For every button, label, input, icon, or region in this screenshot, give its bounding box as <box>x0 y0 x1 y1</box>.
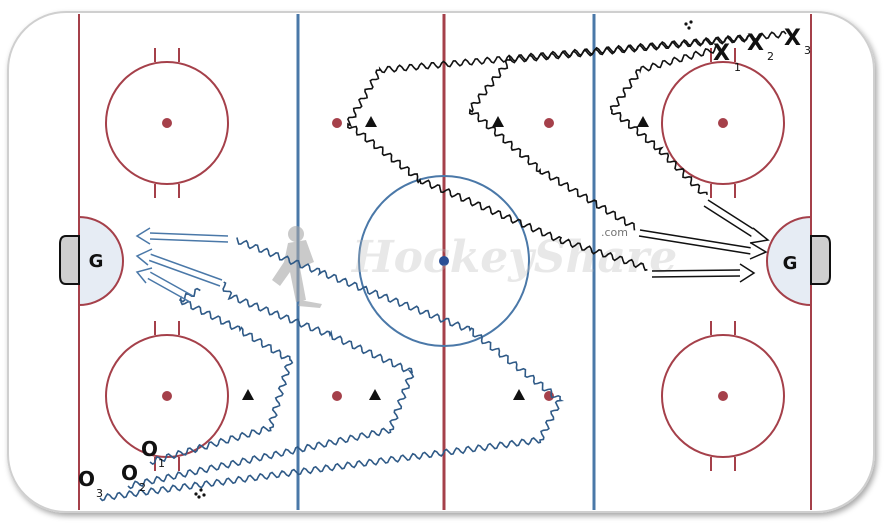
svg-text:2: 2 <box>139 481 146 494</box>
svg-text:O: O <box>121 461 138 485</box>
left-goalie-label: G <box>89 251 104 272</box>
svg-text:3: 3 <box>96 487 103 500</box>
skating-path <box>127 281 415 490</box>
team-x-skating-paths <box>346 30 787 272</box>
svg-text:2: 2 <box>767 50 774 63</box>
watermark-suffix: .com <box>601 226 628 239</box>
shot-arrow <box>135 248 223 287</box>
shot-arrow <box>135 267 194 303</box>
faceoff-circle-bottom-right <box>661 321 785 471</box>
svg-text:1: 1 <box>734 61 741 74</box>
center-dot <box>439 256 449 266</box>
svg-text:X: X <box>713 41 730 66</box>
team-x-shot-arrows <box>638 199 770 283</box>
svg-text:X: X <box>784 26 801 51</box>
cone-icon <box>365 116 377 127</box>
puck-pile-icon <box>684 20 693 30</box>
right-net <box>810 235 831 285</box>
puck-pile-icon <box>194 488 206 499</box>
team-o-skating-paths <box>99 237 565 502</box>
cone-icon <box>513 389 525 400</box>
cone-icon <box>242 389 254 400</box>
svg-text:3: 3 <box>804 44 811 57</box>
neutral-dot-top-right <box>544 118 554 128</box>
shot-arrow <box>703 199 770 244</box>
left-crease <box>78 215 124 307</box>
player-x2: X 2 <box>747 31 774 63</box>
left-net <box>59 235 80 285</box>
skating-path <box>346 30 787 272</box>
cone-icon <box>369 389 381 400</box>
watermark-text: HockeyShare <box>350 232 677 283</box>
skating-path <box>609 44 721 196</box>
neutral-dot-bottom-right <box>544 391 554 401</box>
svg-text:O: O <box>78 467 95 491</box>
player-x1: X 1 <box>713 41 741 74</box>
cone-icon <box>637 116 649 127</box>
center-circle <box>358 175 530 347</box>
faceoff-circle-top-right <box>661 48 785 198</box>
player-o1: O 1 <box>141 437 165 470</box>
player-o2: O 2 <box>121 461 146 494</box>
skating-path <box>99 237 565 502</box>
neutral-dot-top-left <box>332 118 342 128</box>
player-x3: X 3 <box>784 26 811 57</box>
svg-text:O: O <box>141 437 158 461</box>
right-goalie-label: G <box>783 253 798 274</box>
right-crease <box>766 215 812 307</box>
svg-text:X: X <box>747 31 764 56</box>
neutral-dot-bottom-left <box>332 391 342 401</box>
shot-arrow <box>638 229 768 260</box>
team-o-shot-arrows <box>135 227 229 303</box>
svg-text:1: 1 <box>158 457 165 470</box>
player-o3: O 3 <box>78 467 103 500</box>
shot-arrow <box>135 227 229 245</box>
cone-icon <box>492 116 504 127</box>
skating-path <box>149 287 294 466</box>
skating-path <box>468 34 753 231</box>
faceoff-circle-top-left <box>105 48 229 198</box>
watermark-skater-icon <box>272 226 322 308</box>
shot-arrow <box>651 263 756 283</box>
